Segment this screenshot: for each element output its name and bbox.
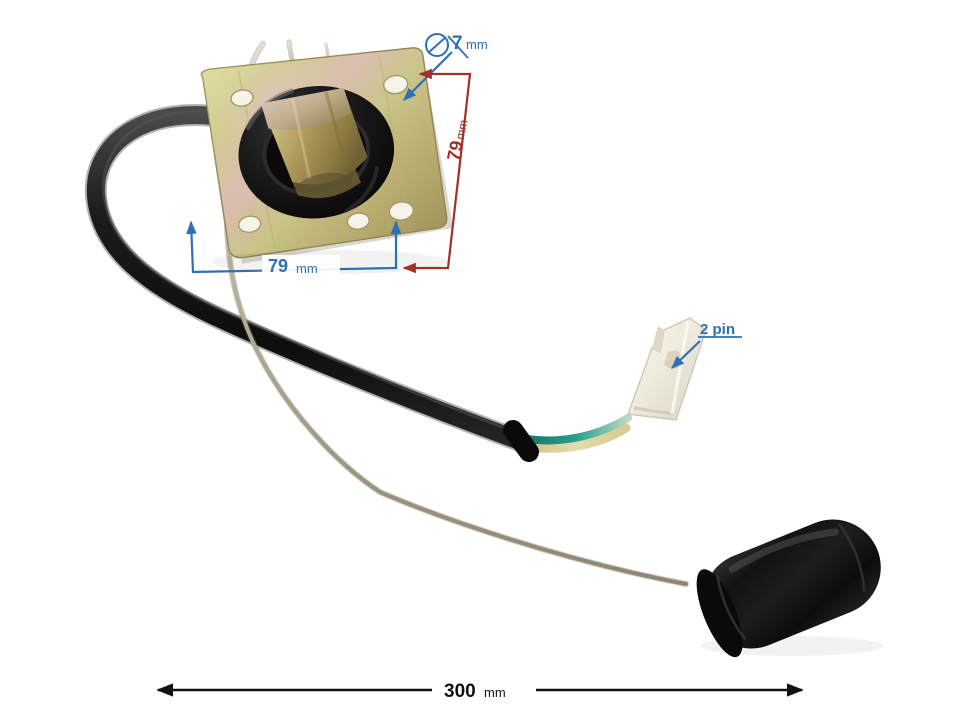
plate-height-value: 79 bbox=[443, 139, 467, 163]
mounting-flange bbox=[200, 47, 454, 264]
black-cable bbox=[84, 103, 531, 452]
overall-length-dimension: 300 mm bbox=[156, 676, 804, 702]
black-float-capsule bbox=[696, 519, 881, 658]
connector-callout: 2 pin bbox=[671, 321, 742, 369]
diameter-callout: 7 mm bbox=[403, 33, 488, 101]
overall-length-value: 300 bbox=[444, 681, 476, 702]
overall-length-unit: mm bbox=[484, 685, 506, 700]
diameter-value: 7 bbox=[452, 33, 463, 54]
wire-harness bbox=[503, 414, 632, 462]
plate-width-unit: mm bbox=[296, 261, 318, 276]
plate-height-unit: mm bbox=[453, 118, 471, 140]
diameter-unit: mm bbox=[466, 37, 488, 52]
sender-body bbox=[260, 87, 368, 199]
plate-height-dimension: 79 mm bbox=[402, 68, 472, 274]
plate-width-value: 79 bbox=[268, 256, 288, 276]
plate-width-dimension: 79 mm bbox=[186, 220, 402, 277]
connector-label: 2 pin bbox=[700, 321, 735, 338]
